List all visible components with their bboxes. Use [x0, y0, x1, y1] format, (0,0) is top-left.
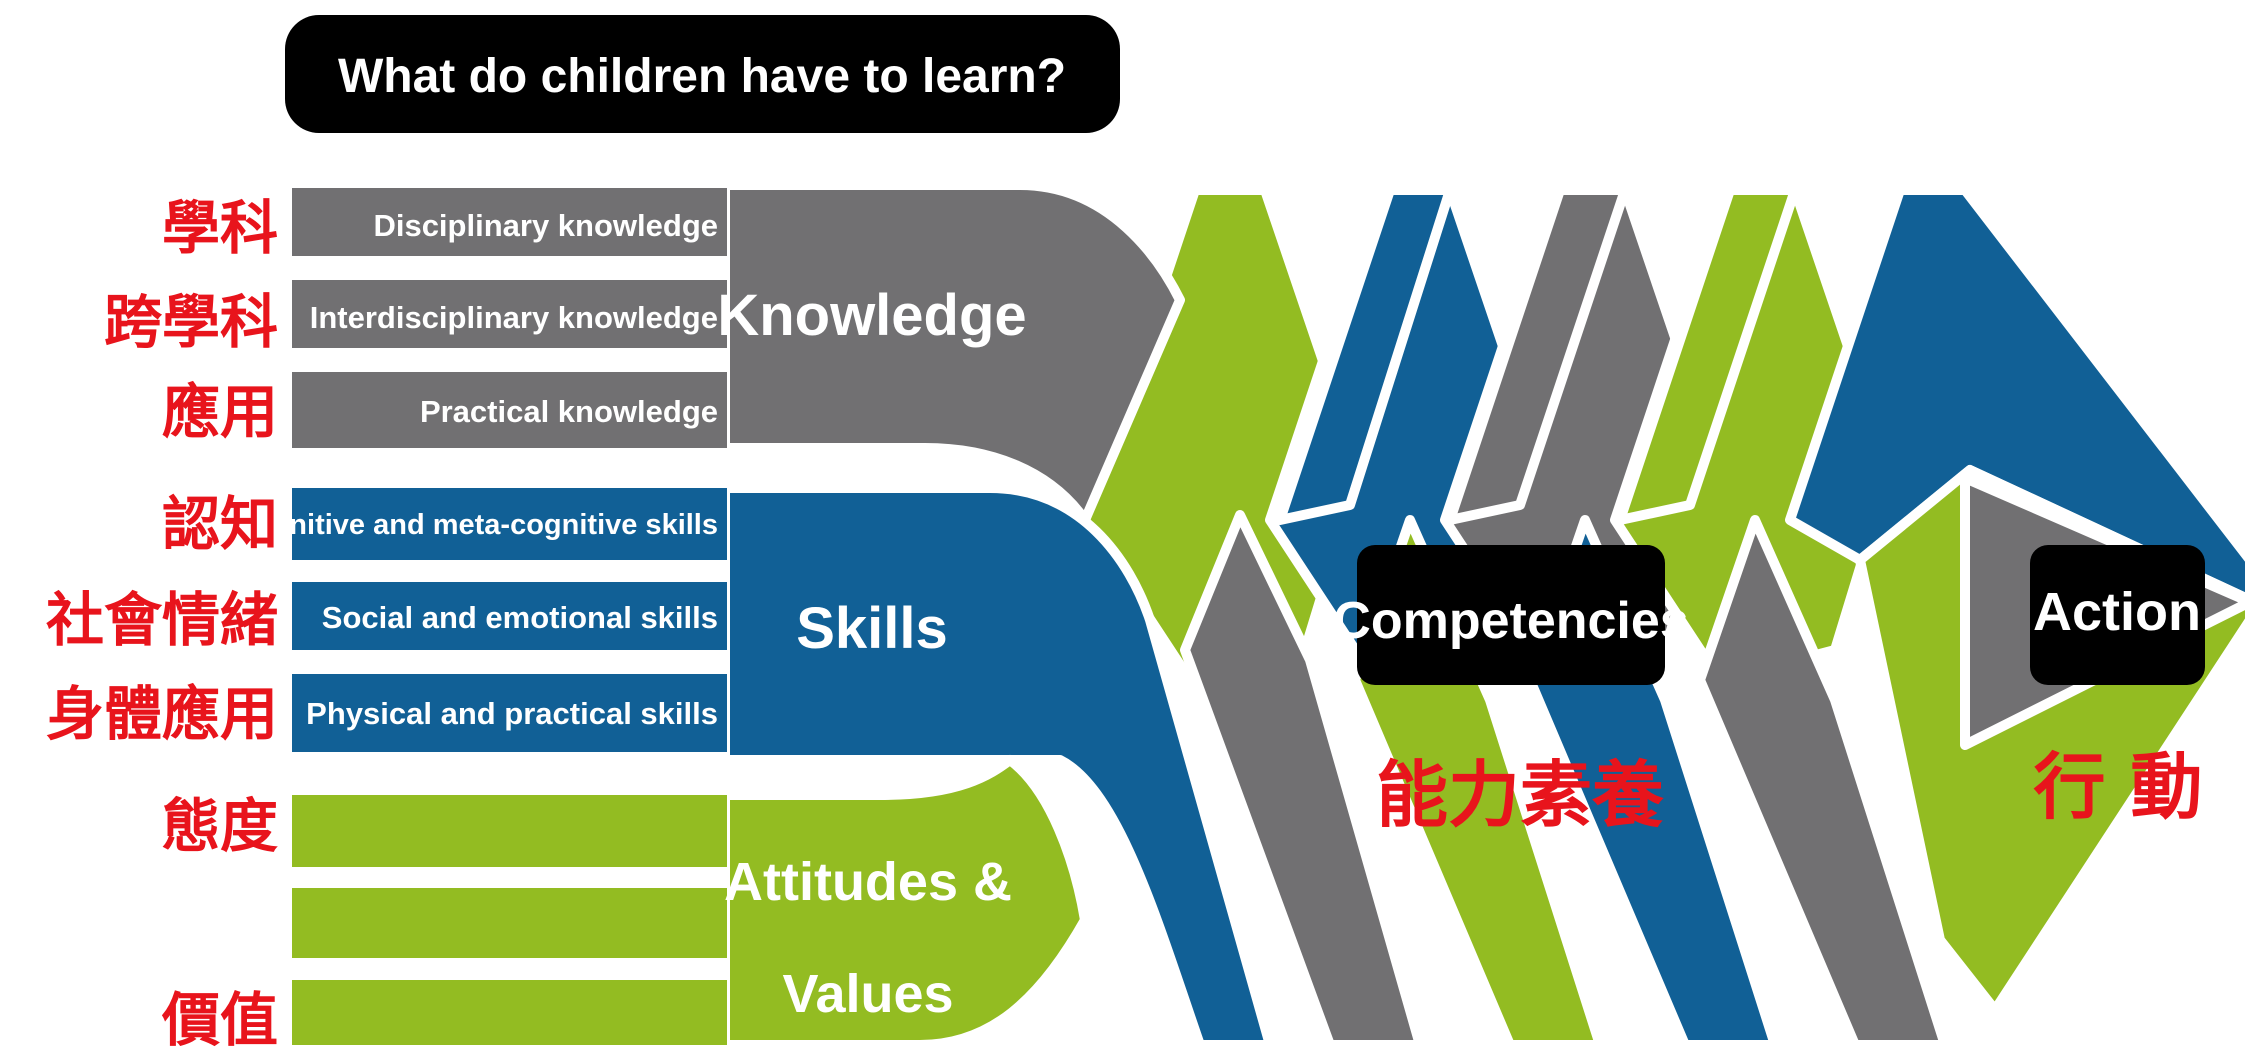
- row-bar-cognitive: [292, 488, 727, 560]
- knowledge-flow: [720, 180, 1185, 525]
- chinese-label: 跨學科: [104, 288, 278, 356]
- title-pill: [285, 15, 1120, 133]
- chinese-label: 學科: [162, 194, 278, 262]
- action-label: Action: [2033, 582, 2201, 642]
- attitudes-rows: [292, 795, 727, 1045]
- competencies-pill: [1357, 545, 1665, 685]
- row-label: Practical knowledge: [420, 394, 718, 429]
- row-bar-interdisciplinary: [292, 280, 727, 348]
- braid-over-2: [1445, 185, 1630, 525]
- skills-rows: [292, 488, 727, 752]
- chinese-label: 認知: [162, 490, 278, 558]
- chinese-label: 社會情緒: [46, 586, 278, 654]
- row-bar-practical: [292, 372, 727, 448]
- row-bar-attitudes-3: [292, 980, 727, 1045]
- chinese-label: 態度: [162, 792, 278, 860]
- row-label: Disciplinary knowledge: [373, 208, 718, 243]
- braid-strand-5: [1180, 510, 1425, 1050]
- row-bar-physical: [292, 674, 727, 752]
- row-label: Physical and practical skills: [306, 696, 718, 731]
- knowledge-rows: [292, 188, 727, 448]
- group-label-knowledge: Knowledge: [717, 283, 1026, 348]
- chinese-label: 身體應用: [46, 680, 278, 748]
- row-labels: Disciplinary knowledge Interdisciplinary…: [233, 208, 718, 731]
- attitudes-flow: [720, 755, 1090, 1050]
- group-label-attitudes: Attitudes &: [724, 852, 1012, 912]
- row-label: Cognitive and meta-cognitive skills: [233, 509, 718, 541]
- group-label-values: Values: [782, 964, 953, 1024]
- competencies-label: Competencies: [1333, 592, 1688, 650]
- competencies-chinese-label: 能力素養: [1376, 753, 1664, 837]
- diagram-title: What do children have to learn?: [338, 50, 1066, 103]
- braid-over-3: [1615, 185, 1800, 525]
- row-label: Social and emotional skills: [322, 600, 718, 635]
- action-chinese-label: 行 動: [2033, 745, 2202, 829]
- chinese-labels: 學科 跨學科 應用 認知 社會情緒 身體應用 態度 價值: [46, 194, 278, 1050]
- row-bar-disciplinary: [292, 188, 727, 256]
- row-bar-attitudes-1: [292, 795, 727, 867]
- braid-over-1: [1275, 185, 1455, 525]
- group-flows: [720, 180, 1275, 1050]
- row-bar-social: [292, 582, 727, 650]
- chinese-label: 價值: [161, 986, 278, 1050]
- row-label: Interdisciplinary knowledge: [310, 300, 718, 335]
- braid-strand-8: [1695, 515, 1950, 1050]
- chinese-label: 應用: [162, 378, 278, 446]
- row-bar-attitudes-2: [292, 888, 727, 958]
- skills-flow: [720, 483, 1275, 1050]
- action-pill: [2030, 545, 2205, 685]
- group-label-skills: Skills: [796, 596, 948, 661]
